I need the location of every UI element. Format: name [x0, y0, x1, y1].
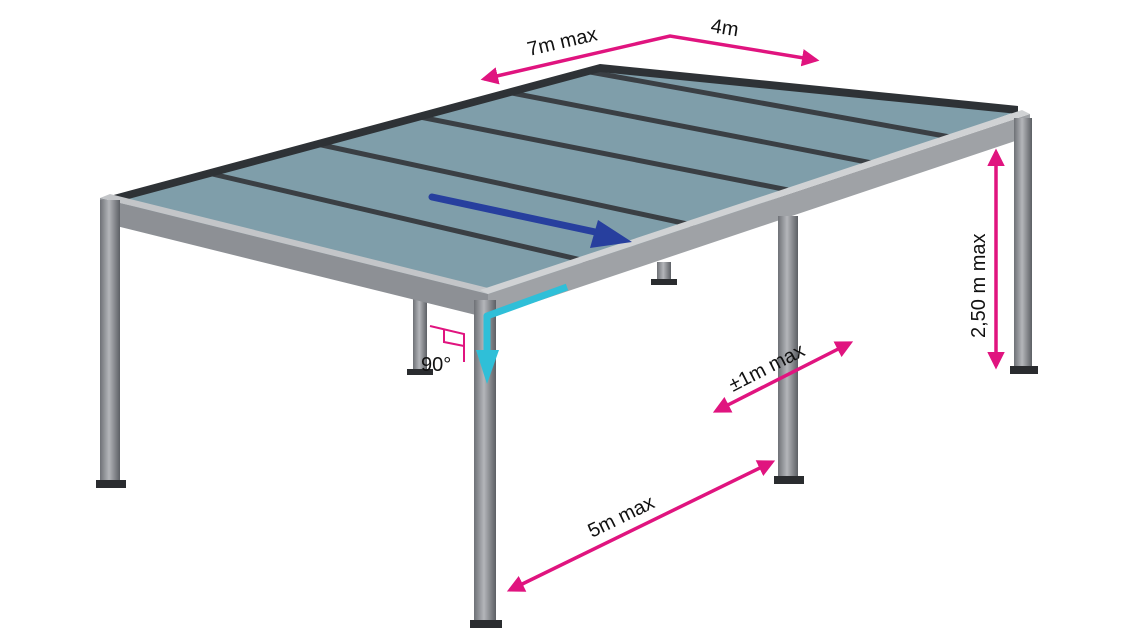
- angle-marker: [429, 325, 465, 362]
- front-beam: [488, 114, 1030, 318]
- front-beam-top: [480, 110, 1030, 294]
- rafter: [314, 141, 695, 228]
- back-leg-left: [413, 298, 427, 370]
- overhang-dimension: [712, 341, 854, 413]
- back-leg-inner: [657, 262, 671, 280]
- depth-dimension: [480, 34, 820, 85]
- roof-panels: [110, 68, 1015, 302]
- front-leg-left-foot: [96, 480, 126, 488]
- width-dimension: [506, 460, 776, 592]
- angle-label: 90°: [421, 354, 451, 376]
- depth-segment-label: 4m: [709, 15, 740, 41]
- front-leg-corner: [474, 300, 496, 622]
- left-side-beam: [100, 198, 488, 318]
- arrow-down-icon: [476, 283, 569, 384]
- frame-beams: [100, 110, 1030, 318]
- height-max-label: 2,50 m max: [968, 234, 990, 338]
- front-leg-right-foot: [1010, 366, 1038, 374]
- front-leg-corner-foot: [470, 620, 502, 628]
- back-leg-inner-foot: [651, 279, 677, 285]
- left-side-beam-top: [100, 194, 496, 294]
- arrow-right-icon: [428, 193, 632, 248]
- front-leg-left: [100, 200, 120, 482]
- rafter: [417, 114, 791, 193]
- front-leg-middle-foot: [774, 476, 804, 484]
- roof: [110, 64, 1018, 302]
- back-leg-left-foot: [407, 369, 433, 375]
- rafter: [509, 90, 875, 166]
- dimension-lines: [480, 34, 1005, 592]
- front-leg-right: [1014, 118, 1032, 368]
- rafter: [205, 170, 593, 265]
- back-legs: [407, 262, 677, 375]
